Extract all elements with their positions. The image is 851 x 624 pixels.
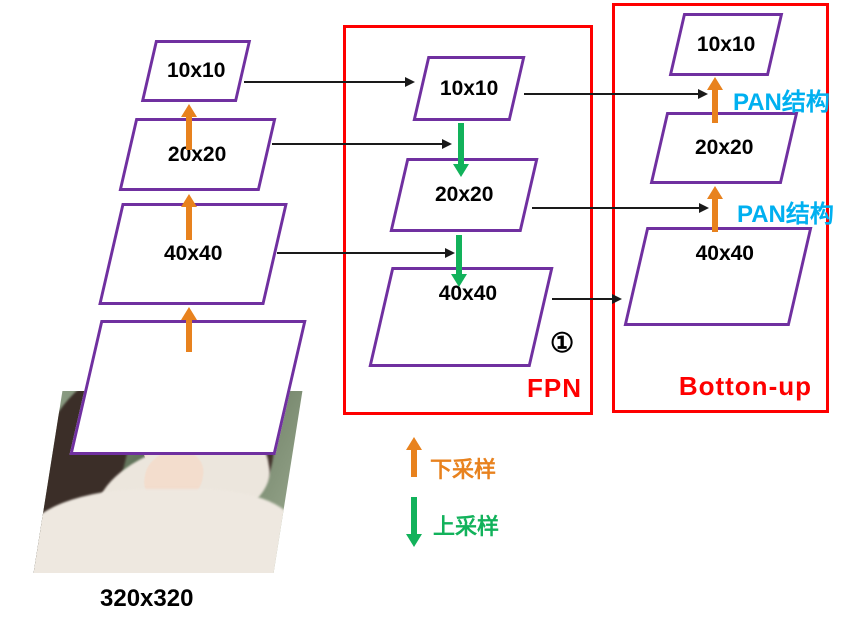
connector-arrow-fpn10-panup — [524, 89, 708, 99]
upsample-arrow-icon — [451, 235, 467, 287]
shape-label: 10x10 — [166, 59, 226, 82]
downsample-arrow-icon — [181, 104, 197, 150]
downsample-arrow-icon — [181, 307, 197, 352]
backbone-shape-20x20: 20x20 — [118, 118, 277, 191]
downsample-arrow-icon — [707, 77, 723, 123]
connector-arrow-fpn40-bu40 — [552, 294, 622, 304]
legend-upsample-arrow-icon — [406, 497, 422, 547]
shape-label: 20x20 — [694, 136, 754, 159]
connector-arrow-backbone10-fpn10 — [244, 77, 415, 87]
shape-label: 10x10 — [696, 32, 756, 56]
connector-arrow-backbone40-fpn — [277, 248, 455, 258]
fpn-shape-10x10: 10x10 — [412, 56, 526, 121]
bottom-up-shape-20x20: 20x20 — [649, 112, 799, 184]
legend-downsample-label: 下采样 — [430, 457, 497, 482]
input-size-label: 320x320 — [100, 585, 194, 612]
shape-label: 40x40 — [695, 242, 754, 265]
shape-label: 40x40 — [163, 242, 223, 265]
bottom-up-box-title: Botton-up — [678, 371, 812, 401]
shape-label: 20x20 — [434, 183, 494, 206]
downsample-arrow-icon — [181, 194, 197, 240]
bottom-up-shape-40x40: 40x40 — [623, 227, 813, 326]
shape-label: 20x20 — [168, 142, 227, 166]
legend-upsample-label: 上采样 — [433, 514, 500, 539]
photo-sweater — [33, 489, 301, 573]
pan-structure-label: PAN结构 — [733, 89, 830, 116]
legend-downsample-arrow-icon — [406, 437, 422, 477]
connector-arrow-backbone20-fpn — [272, 139, 452, 149]
annotation-circled-one: ① — [550, 328, 575, 358]
pan-structure-label: PAN结构 — [737, 201, 834, 228]
downsample-arrow-icon — [707, 186, 723, 232]
bottom-up-shape-10x10: 10x10 — [668, 13, 784, 76]
connector-arrow-fpn20-panup — [532, 203, 709, 213]
upsample-arrow-icon — [453, 123, 469, 177]
shape-label: 40x40 — [438, 282, 497, 305]
shape-label: 10x10 — [439, 76, 499, 100]
fpn-group-box: FPN — [343, 25, 593, 415]
backbone-shape-10x10: 10x10 — [140, 40, 252, 102]
fpn-box-title: FPN — [527, 373, 582, 403]
